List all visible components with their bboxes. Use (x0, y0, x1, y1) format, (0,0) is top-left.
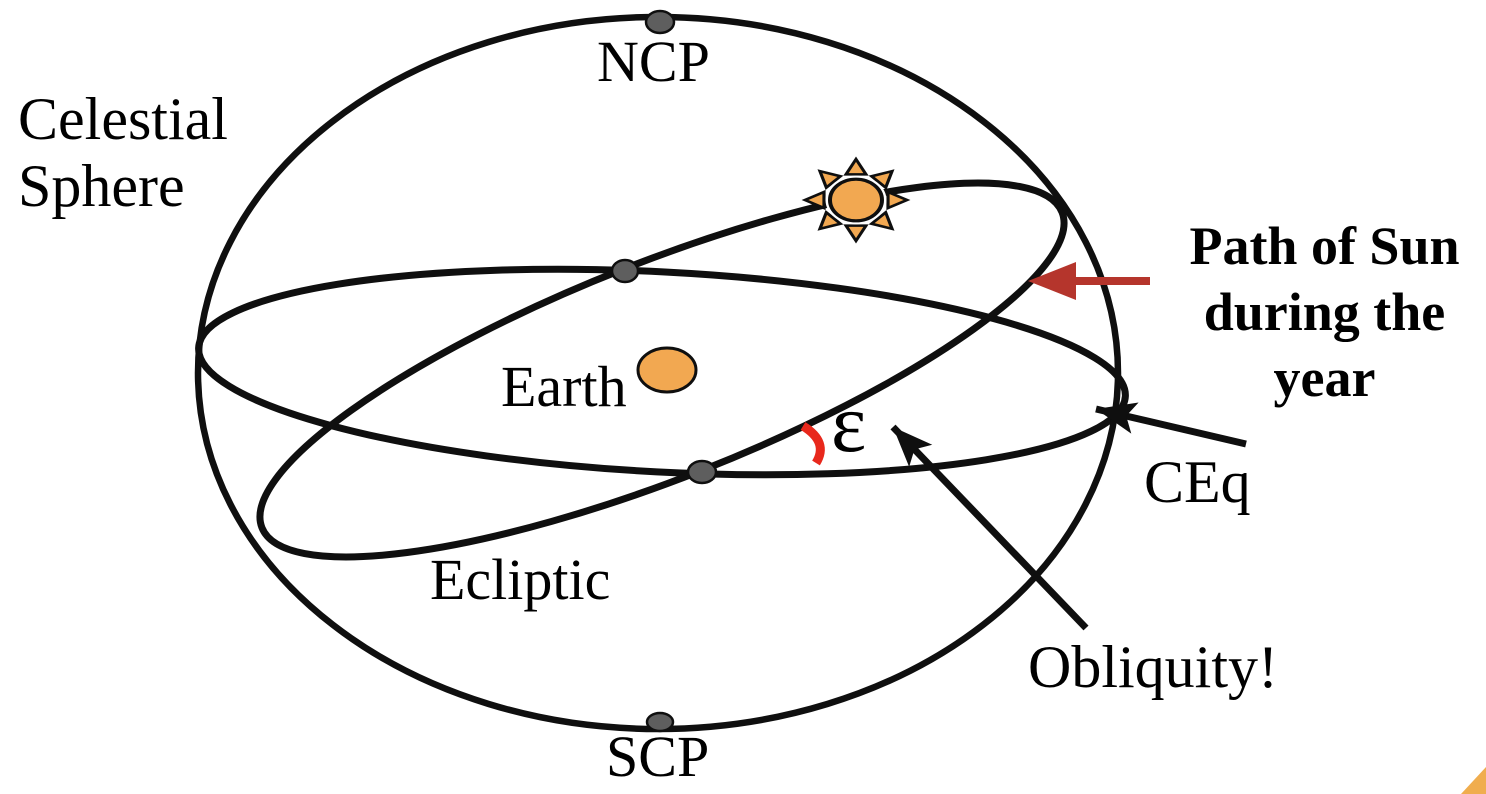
obliquity-angle-arc (800, 422, 825, 466)
sun-icon (801, 156, 911, 244)
ceq-label: CEq (1144, 449, 1251, 515)
epsilon-angle-label: ε (831, 377, 867, 470)
ceq-arrow (1095, 402, 1247, 448)
ncp-label: NCP (597, 29, 710, 94)
scp-label: SCP (606, 724, 710, 789)
obliquity-arrow (890, 424, 1089, 631)
sun-body (828, 177, 884, 223)
corner-triangle-icon (1461, 767, 1486, 794)
path-of-sun-arrow (1028, 262, 1150, 300)
scp-pole-dot (645, 711, 675, 733)
equinox-node-dot-upper (610, 258, 640, 284)
earth-label: Earth (501, 354, 627, 419)
ncp-pole-dot (644, 9, 676, 35)
equinox-node-dot-lower (686, 459, 718, 485)
path-of-sun-label: Path of Sun during the year (1189, 216, 1460, 408)
earth-dot (636, 346, 698, 394)
ecliptic-label: Ecliptic (430, 547, 611, 612)
celestial-sphere-label: Celestial Sphere (18, 86, 228, 219)
obliquity-label: Obliquity! (1028, 634, 1278, 700)
